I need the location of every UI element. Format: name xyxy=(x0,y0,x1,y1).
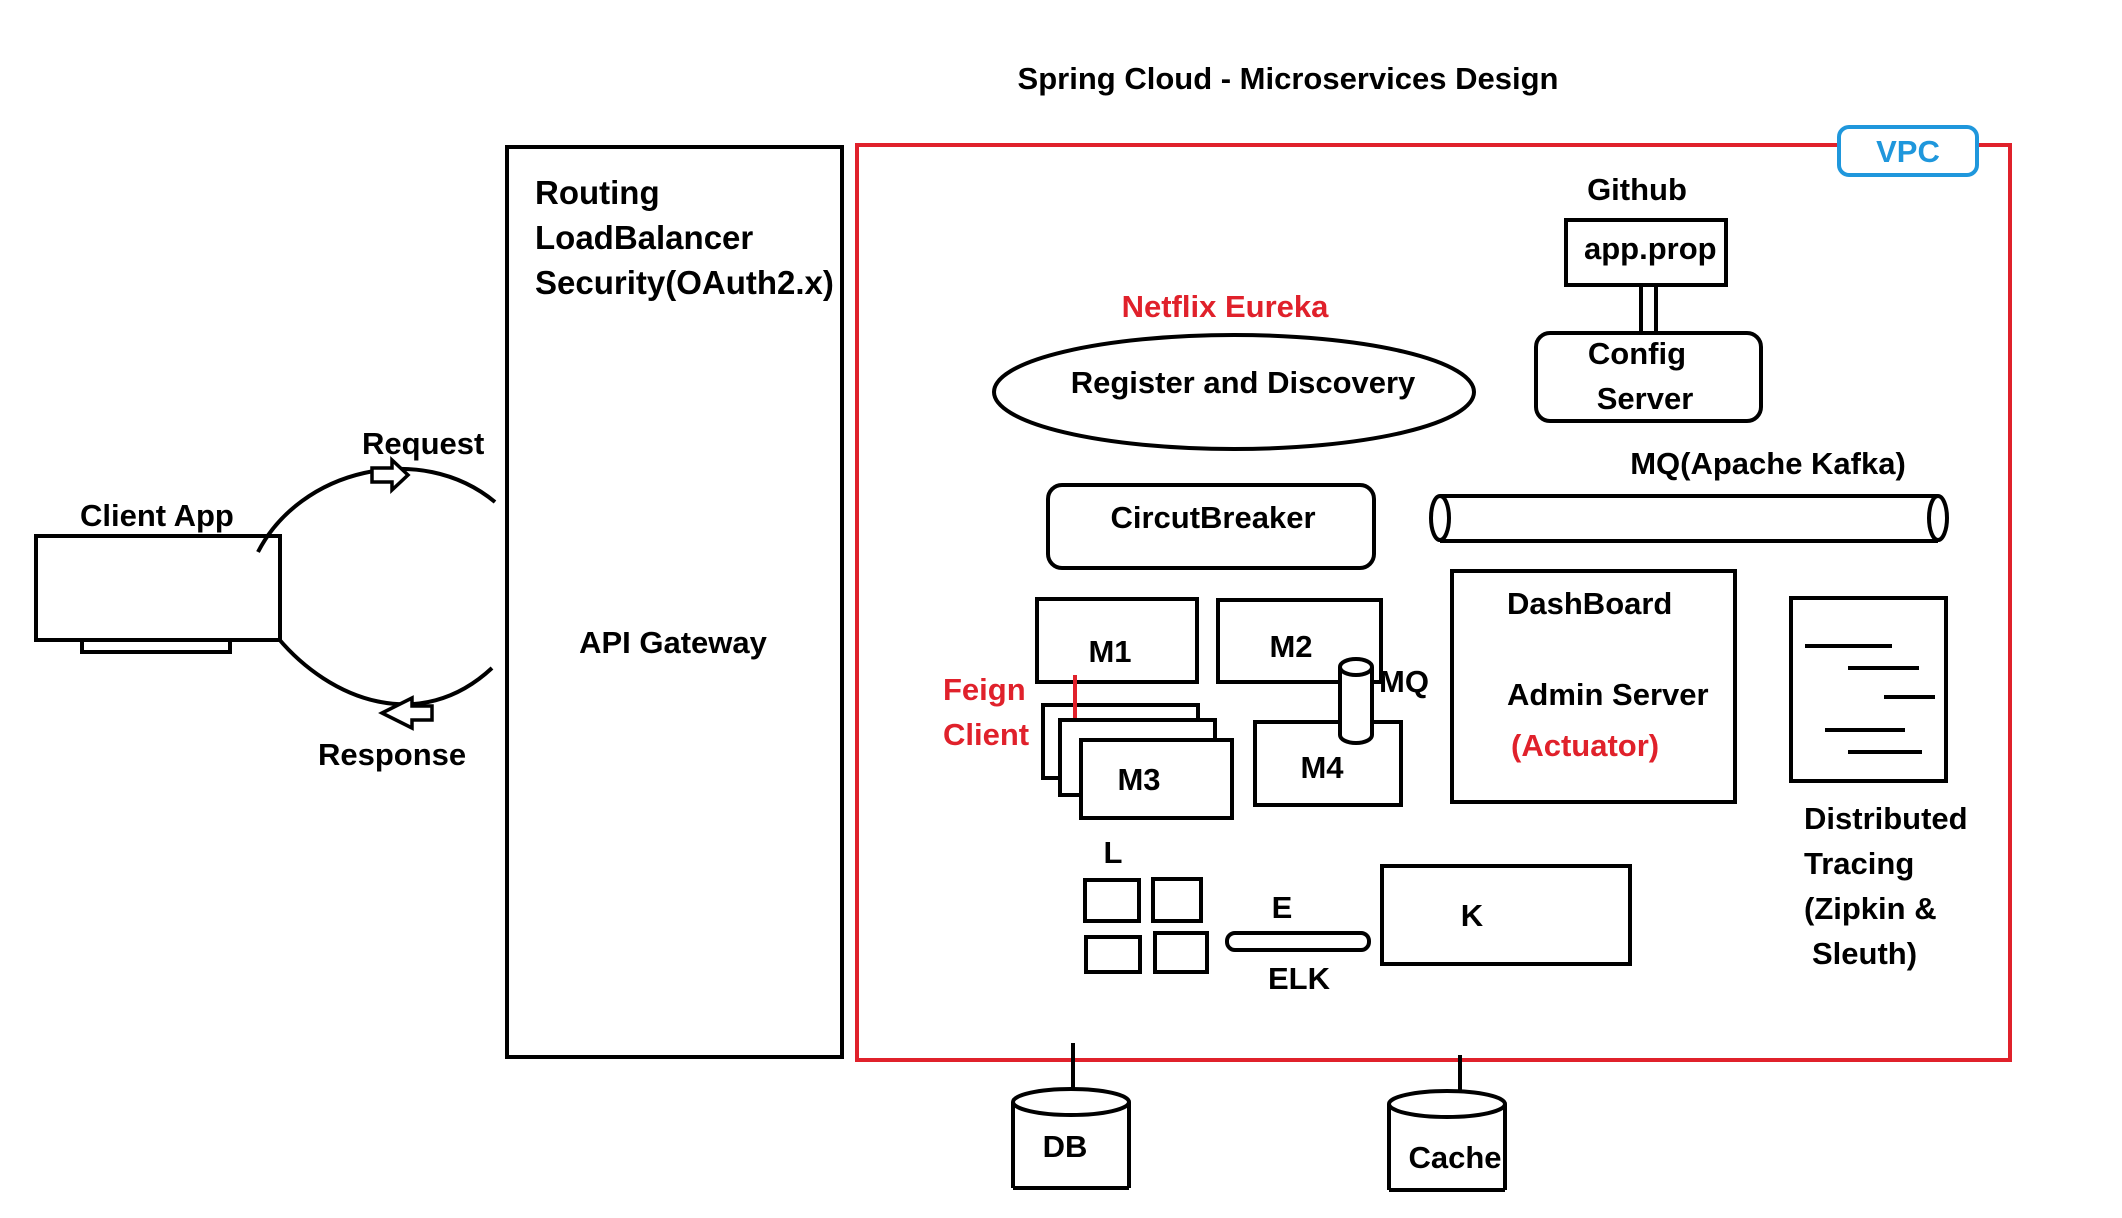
mq-small-cylinder-body xyxy=(1340,667,1372,735)
service-m2-box xyxy=(1216,598,1383,684)
mq-pipe-right-cap xyxy=(1927,494,1949,542)
client-app-stand xyxy=(80,638,232,654)
distributed-tracing: Distributed Tracing (Zipkin & Sleuth) xyxy=(1789,596,1968,971)
request-flow: Request xyxy=(256,426,497,553)
logstash-block-1 xyxy=(1083,878,1141,923)
github-app-prop-box xyxy=(1564,218,1728,287)
elk-label: ELK xyxy=(1268,961,1331,996)
eureka: Netflix Eureka Register and Discovery xyxy=(992,289,1476,451)
db-label: DB xyxy=(1043,1129,1088,1164)
mq-small-label: MQ xyxy=(1379,664,1429,699)
kibana-box xyxy=(1380,864,1632,966)
client-app-label: Client App xyxy=(80,498,234,533)
service-m1-label: M1 xyxy=(1088,634,1131,669)
service-m3-box xyxy=(1079,738,1234,820)
elk-e-label: E xyxy=(1272,890,1293,925)
response-flow: Response xyxy=(276,636,494,772)
eureka-label: Register and Discovery xyxy=(1071,365,1416,400)
vpc-label: VPC xyxy=(1876,134,1940,169)
feign-client-line1: Feign xyxy=(943,672,1026,707)
mq-small-cylinder-top xyxy=(1338,657,1374,677)
config-server-line2: Server xyxy=(1597,381,1694,416)
elasticsearch-bar xyxy=(1225,931,1371,952)
mq-kafka: MQ(Apache Kafka) xyxy=(1429,446,1949,543)
client-app-screen xyxy=(34,534,282,642)
actuator-label: (Actuator) xyxy=(1511,728,1659,763)
cache-cylinder-top xyxy=(1387,1089,1507,1119)
circuit-breaker-box xyxy=(1046,483,1376,570)
gateway-feature-security: Security(OAuth2.x) xyxy=(535,264,834,301)
api-gateway-box xyxy=(505,145,844,1059)
vpc: VPC xyxy=(855,125,2012,1062)
db-cylinder-top xyxy=(1011,1087,1131,1117)
dashboard: DashBoard Admin Server (Actuator) xyxy=(1450,569,1737,804)
api-gateway: Routing LoadBalancer Security(OAuth2.x) … xyxy=(505,145,844,1059)
eureka-ellipse xyxy=(992,333,1476,451)
eureka-title: Netflix Eureka xyxy=(1122,289,1330,324)
service-m3-label: M3 xyxy=(1117,762,1160,797)
gateway-feature-routing: Routing xyxy=(535,174,660,211)
config-server-box xyxy=(1534,331,1763,423)
service-m4-box xyxy=(1253,720,1403,807)
gateway-feature-loadbalancer: LoadBalancer xyxy=(535,219,753,256)
request-label: Request xyxy=(362,426,484,461)
service-m2-label: M2 xyxy=(1269,629,1312,664)
cache: Cache xyxy=(1387,1055,1507,1192)
mq-label: MQ(Apache Kafka) xyxy=(1630,446,1906,481)
tracing-label-line2: Tracing xyxy=(1804,846,1914,881)
elk-l-label: L xyxy=(1104,835,1123,870)
request-arc xyxy=(256,467,497,553)
mq-small-cylinder-bottom xyxy=(1338,734,1374,745)
tracing-document-icon xyxy=(1789,596,1948,783)
request-arrow-icon xyxy=(370,455,411,495)
admin-server-label: Admin Server xyxy=(1507,677,1709,712)
response-label: Response xyxy=(318,737,466,772)
microservices: M1 M2 M3 M4 MQ Feign Client xyxy=(943,597,1429,820)
elk-stack: L E ELK K xyxy=(1083,835,1632,996)
circuit-breaker-label: CircutBreaker xyxy=(1110,500,1315,535)
github-title: Github xyxy=(1587,172,1687,207)
service-m4-label: M4 xyxy=(1300,750,1344,785)
vpc-boundary xyxy=(855,143,2012,1062)
service-m1-box xyxy=(1035,597,1199,684)
logstash-block-4 xyxy=(1153,931,1209,974)
tracing-label-line1: Distributed xyxy=(1804,801,1968,836)
dashboard-title: DashBoard xyxy=(1507,586,1672,621)
mq-pipe-left-cap xyxy=(1429,494,1451,542)
elk-k-label: K xyxy=(1461,898,1484,933)
config: Github app.prop Config Server xyxy=(1534,172,1763,423)
circuit-breaker: CircutBreaker xyxy=(1046,483,1376,570)
diagram-title: Spring Cloud - Microservices Design xyxy=(1018,61,1559,96)
db: DB xyxy=(1011,1043,1131,1190)
logstash-block-3 xyxy=(1084,935,1142,974)
dashboard-box xyxy=(1450,569,1737,804)
logstash-block-2 xyxy=(1151,877,1203,923)
tracing-label-line4: Sleuth) xyxy=(1812,936,1917,971)
github-file-label: app.prop xyxy=(1584,231,1717,266)
api-gateway-label: API Gateway xyxy=(579,625,768,660)
config-server-line1: Config xyxy=(1588,336,1686,371)
tracing-label-line3: (Zipkin & xyxy=(1804,891,1937,926)
cache-label: Cache xyxy=(1408,1140,1501,1175)
response-arrow-icon xyxy=(378,695,434,731)
feign-client-line2: Client xyxy=(943,717,1029,752)
response-arc xyxy=(276,636,494,707)
client-app: Client App xyxy=(34,498,282,654)
vpc-badge xyxy=(1837,125,1979,177)
